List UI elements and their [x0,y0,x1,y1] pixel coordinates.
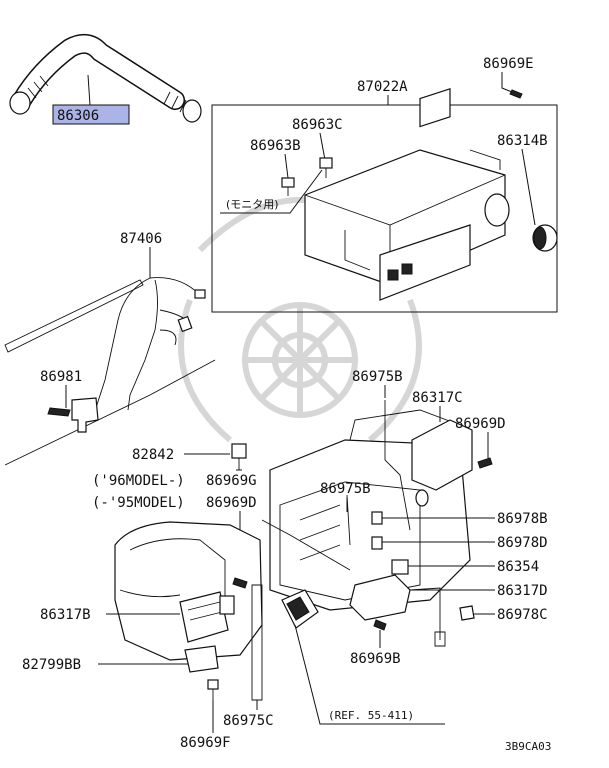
label-87022a[interactable]: 87022A [357,79,408,95]
screw-86969e [509,89,523,99]
screw-86963b [281,177,295,196]
label-86317c[interactable]: 86317C [412,390,463,406]
label-86978b[interactable]: 86978B [497,511,548,527]
label-87406[interactable]: 87406 [120,231,162,247]
screw-86963c [319,157,333,178]
label-86969d-left[interactable]: 86969D [206,495,257,511]
label-86969f[interactable]: 86969F [180,735,231,751]
actuator-86317c [411,419,473,507]
part-82799bb [184,645,219,673]
label-86975c[interactable]: 86975C [223,713,274,729]
label-86978d[interactable]: 86978D [497,535,548,551]
blower-motor [281,589,319,629]
screw-86969f [207,679,219,700]
label-86317d[interactable]: 86317D [497,583,548,599]
label-reference[interactable]: (REF. 55-411) [328,709,414,722]
label-86963b[interactable]: 86963B [250,138,301,154]
knob-86314b [532,224,558,252]
clips-86978 [371,511,475,621]
actuator-86317d [349,574,446,647]
actuator-86317b [179,591,235,643]
label-86969b[interactable]: 86969B [350,651,401,667]
label-86975b-top[interactable]: 86975B [352,369,403,385]
label-86317b[interactable]: 86317B [40,607,91,623]
label-86963c[interactable]: 86963C [292,117,343,133]
label-86969d-right[interactable]: 86969D [455,416,506,432]
label-96model[interactable]: ('96MODEL-) [92,473,185,489]
bolt-86981 [47,397,99,433]
label-86969e[interactable]: 86969E [483,56,534,72]
control-unit-87022a [304,87,510,301]
label-86354[interactable]: 86354 [497,559,539,575]
label-86306[interactable]: 86306 [57,108,99,124]
screw-86969g [232,577,248,589]
part-86354 [391,559,409,575]
screw-86969b [373,619,387,631]
label-82842[interactable]: 82842 [132,447,174,463]
part-highlight [52,104,130,125]
label-86975b-mid[interactable]: 86975B [320,481,371,497]
diagram-code: 3B9CA03 [505,740,551,753]
label-86314b[interactable]: 86314B [497,133,548,149]
label-95model[interactable]: (-'95MODEL) [92,495,185,511]
screw-86969d-right [477,457,493,469]
sensor-82842 [231,443,247,471]
label-monitor-note[interactable]: (モニタ用) [226,198,279,211]
hose-86306 [9,33,202,123]
label-86969g[interactable]: 86969G [206,473,257,489]
label-86978c[interactable]: 86978C [497,607,548,623]
rod-86975c [251,584,263,701]
label-86981[interactable]: 86981 [40,369,82,385]
label-82799bb[interactable]: 82799BB [22,657,81,673]
control-unit-frame [211,104,558,313]
